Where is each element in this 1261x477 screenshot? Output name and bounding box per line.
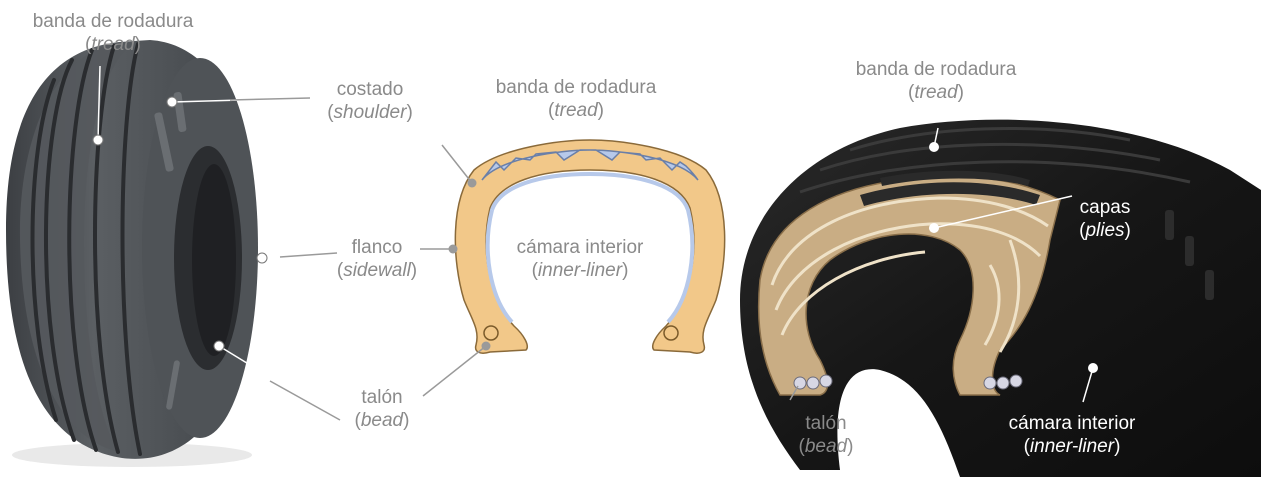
label-en: bead <box>361 410 403 431</box>
tire-photo <box>6 40 258 467</box>
label-es: capas <box>1060 196 1150 219</box>
label-middle-inner-liner: cámara interior (inner-liner) <box>490 236 670 282</box>
label-en: inner-liner <box>538 260 622 281</box>
label-en: tread <box>554 100 597 121</box>
label-left-sidewall: flanco (sidewall) <box>322 236 432 282</box>
marker-dot <box>93 135 103 145</box>
label-es: cámara interior <box>490 236 670 259</box>
label-en: sidewall <box>343 260 411 281</box>
marker-dot <box>929 142 939 152</box>
label-left-bead: talón (bead) <box>342 386 422 432</box>
marker-dot <box>257 253 267 263</box>
label-right-bead: talón (bead) <box>786 412 866 458</box>
label-es: cámara interior <box>982 412 1162 435</box>
label-right-inner-liner: cámara interior (inner-liner) <box>982 412 1162 458</box>
marker-dot <box>1088 363 1098 373</box>
label-en: shoulder <box>334 102 407 123</box>
bead-ring <box>484 326 498 340</box>
label-es: banda de rodadura <box>468 76 684 99</box>
label-en: inner-liner <box>1030 436 1114 457</box>
label-es: talón <box>342 386 422 409</box>
label-es: flanco <box>322 236 432 259</box>
marker-dot <box>167 97 177 107</box>
label-en: tread <box>91 34 134 55</box>
marker-dot <box>929 223 939 233</box>
label-middle-tread: banda de rodadura (tread) <box>468 76 684 122</box>
marker-dot <box>449 245 458 254</box>
label-en: bead <box>805 436 847 457</box>
marker-dot <box>468 179 477 188</box>
marker-dot <box>214 341 224 351</box>
label-es: banda de rodadura <box>2 10 224 33</box>
label-left-shoulder: costado (shoulder) <box>310 78 430 124</box>
label-left-tread: banda de rodadura (tread) <box>2 10 224 56</box>
rim-hole-inner <box>192 164 236 356</box>
label-right-plies: capas (plies) <box>1060 196 1150 242</box>
label-es: talón <box>786 412 866 435</box>
bead-ring <box>664 326 678 340</box>
label-right-tread: banda de rodadura (tread) <box>826 58 1046 104</box>
label-es: costado <box>310 78 430 101</box>
label-es: banda de rodadura <box>826 58 1046 81</box>
label-en: tread <box>914 82 957 103</box>
label-en: plies <box>1085 220 1124 241</box>
marker-dot <box>482 342 491 351</box>
